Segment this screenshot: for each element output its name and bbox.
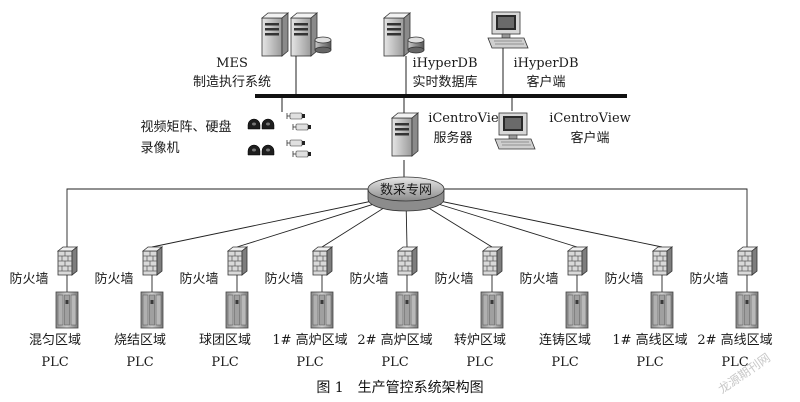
firewall-icon — [567, 246, 588, 276]
plc-rack-icon — [735, 291, 759, 329]
plc-rack-icon — [480, 291, 504, 329]
dbclient-label-line1: iHyperDB — [513, 56, 578, 71]
firewall-icon — [142, 246, 163, 276]
plc-label: PLC — [211, 355, 238, 370]
network-link — [444, 188, 748, 247]
plc-label: PLC — [126, 355, 153, 370]
video-label-line1: 视频矩阵、硬盘 — [140, 119, 231, 135]
database-server-icon — [383, 12, 425, 57]
network-link — [421, 198, 578, 248]
plc-rack-icon — [565, 291, 589, 329]
area-label: 2# 高线区域 — [697, 332, 772, 348]
area-label: 转炉区域 — [454, 333, 506, 348]
area-column: 防火墙 1# 高炉区域 PLC — [264, 246, 348, 370]
plc-label: PLC — [296, 355, 323, 370]
area-label: 混匀区域 — [29, 333, 81, 348]
firewall-label: 防火墙 — [349, 271, 388, 287]
plc-rack-icon — [310, 291, 334, 329]
network-link — [429, 198, 663, 248]
centroview-server-icon — [391, 112, 419, 157]
firewall-label: 防火墙 — [434, 271, 473, 287]
cvserver-label-line1: iCentroView — [428, 111, 510, 126]
video-label-line2: 录像机 — [140, 141, 179, 156]
firewall-label: 防火墙 — [179, 271, 218, 287]
backbone-bus — [255, 94, 627, 98]
plc-rack-icon — [395, 291, 419, 329]
mes-server-icon — [261, 12, 332, 57]
firewall-icon — [482, 246, 503, 276]
plc-label: PLC — [466, 355, 493, 370]
firewall-label: 防火墙 — [264, 271, 303, 287]
plc-rack-icon — [225, 291, 249, 329]
plc-label: PLC — [551, 355, 578, 370]
area-label: 1# 高线区域 — [612, 332, 687, 348]
plc-label: PLC — [636, 355, 663, 370]
firewall-label: 防火墙 — [604, 271, 643, 287]
network-link — [236, 198, 391, 248]
area-label: 球团区域 — [199, 333, 251, 348]
network-label: 数采专网 — [380, 183, 432, 198]
centroview-client-workstation-icon — [494, 112, 536, 150]
db-label-line1: iHyperDB — [412, 56, 477, 71]
mes-label-line1: MES — [216, 56, 248, 71]
area-label: 1# 高炉区域 — [272, 332, 347, 348]
firewall-label: 防火墙 — [9, 271, 48, 287]
firewall-label: 防火墙 — [519, 271, 558, 287]
plc-label: PLC — [381, 355, 408, 370]
area-label: 2# 高炉区域 — [357, 332, 432, 348]
data-network-hub: 数采专网 — [367, 176, 445, 212]
firewall-icon — [737, 246, 758, 276]
top-tier: MES 制造执行系统 iHyperDB 实时数据库 iHyperDB 客户端 — [140, 11, 631, 183]
area-label: 烧结区域 — [114, 333, 166, 348]
cvserver-label-line2: 服务器 — [433, 130, 472, 146]
area-column: 防火墙 1# 高线区域 PLC — [604, 246, 688, 370]
cvclient-label-line1: iCentroView — [549, 111, 631, 126]
figure-caption: 图 1 生产管控系统架构图 — [316, 380, 483, 396]
network-link — [151, 198, 383, 248]
firewall-icon — [227, 246, 248, 276]
video-recorder-icon — [247, 112, 312, 158]
area-label: 连铸区域 — [539, 332, 591, 348]
firewall-label: 防火墙 — [689, 271, 728, 287]
plc-rack-icon — [55, 291, 79, 329]
cvclient-label-line2: 客户端 — [570, 130, 609, 146]
firewall-icon — [312, 246, 333, 276]
plc-label: PLC — [41, 355, 68, 370]
plc-label: PLC — [721, 355, 748, 370]
db-label-line2: 实时数据库 — [412, 74, 477, 90]
plc-rack-icon — [650, 291, 674, 329]
firewall-icon — [57, 246, 78, 276]
database-client-workstation-icon — [487, 11, 529, 49]
area-column: 防火墙 2# 高炉区域 PLC — [349, 246, 433, 370]
dbclient-label-line2: 客户端 — [526, 74, 565, 90]
mes-label-line2: 制造执行系统 — [193, 75, 271, 90]
area-column: 防火墙 2# 高线区域 PLC — [689, 246, 773, 370]
firewall-icon — [652, 246, 673, 276]
network-link — [66, 188, 368, 247]
plc-rack-icon — [140, 291, 164, 329]
firewall-icon — [397, 246, 418, 276]
firewall-label: 防火墙 — [94, 271, 133, 287]
